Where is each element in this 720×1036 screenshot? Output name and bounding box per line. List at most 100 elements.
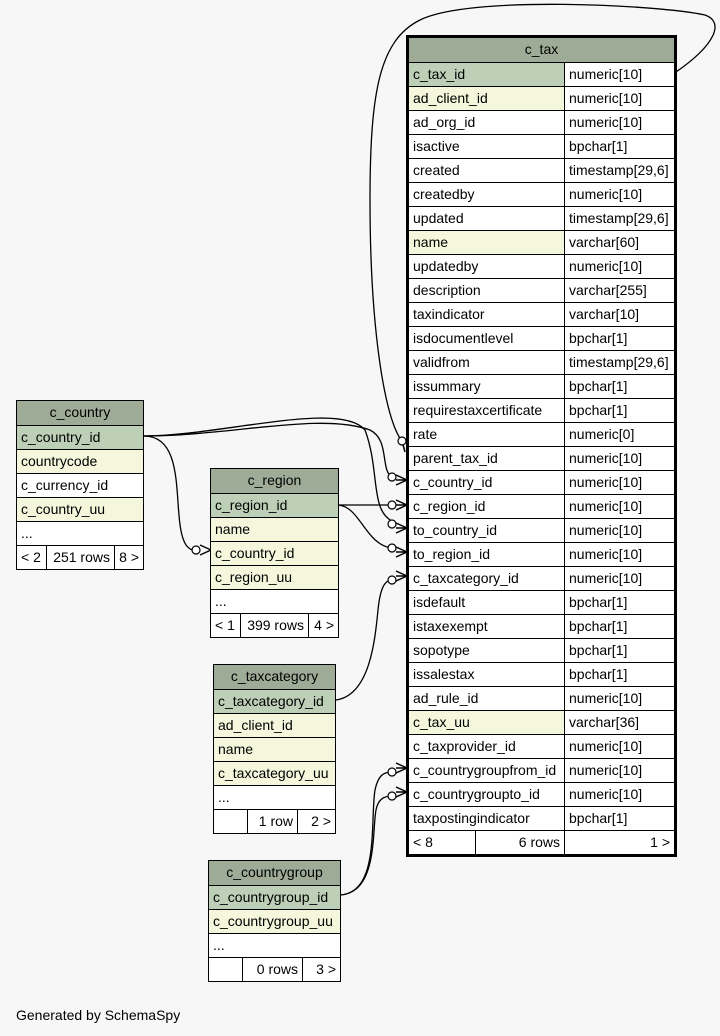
column-name: validfrom (409, 351, 564, 374)
column-name: created (409, 159, 564, 182)
footer-parents-link[interactable] (214, 810, 247, 833)
footer-children-link[interactable]: 2 > (297, 810, 335, 833)
column-type: bpchar[1] (564, 807, 674, 830)
column-row[interactable]: c_taxcategory_uu (214, 761, 335, 785)
column-name: isdocumentlevel (409, 327, 564, 350)
column-type: bpchar[1] (564, 399, 674, 422)
column-type: numeric[10] (564, 735, 674, 758)
column-name: c_countrygroupto_id (409, 783, 564, 806)
column-row[interactable]: c_region_uu (211, 565, 338, 589)
footer-parents-link[interactable] (209, 958, 242, 981)
column-row[interactable]: ad_client_id (214, 713, 335, 737)
table-header: c_region (211, 469, 338, 493)
edge-country-region (143, 435, 197, 551)
generated-by-credit: Generated by SchemaSpy (16, 1007, 181, 1023)
column-name: c_taxcategory_uu (214, 762, 335, 785)
column-row[interactable]: ... (209, 933, 340, 957)
edge-countrygroup-to (339, 795, 393, 896)
column-row[interactable]: c_countrygroup_uu (209, 909, 340, 933)
footer-children-link[interactable]: 3 > (302, 958, 340, 981)
column-row[interactable]: countrycode (17, 449, 143, 473)
footer-parents-link[interactable]: < 8 (413, 834, 433, 850)
footer-row-count: 399 rows (240, 614, 308, 637)
column-type: numeric[10] (564, 543, 674, 566)
footer-children-link[interactable]: 8 > (114, 546, 143, 569)
column-type: numeric[10] (564, 783, 674, 806)
column-row[interactable]: c_taxcategory_id (214, 689, 335, 713)
crowfoot-marker (199, 544, 212, 556)
column-row[interactable]: ... (211, 589, 338, 613)
column-name: ... (17, 522, 143, 545)
column-row[interactable]: c_country_id (211, 541, 338, 565)
column-name: c_country_id (409, 471, 564, 494)
column-type: bpchar[1] (564, 639, 674, 662)
column-type: numeric[10] (564, 87, 674, 110)
column-type: varchar[60] (564, 231, 674, 254)
column-row[interactable]: c_countrygroup_id (209, 885, 340, 909)
column-row[interactable]: c_country_uu (17, 497, 143, 521)
column-name: c_countrygroupfrom_id (409, 759, 564, 782)
footer-children-link[interactable]: 4 > (308, 614, 338, 637)
footer-parents-link[interactable]: < 1 (215, 617, 235, 633)
column-name: c_country_uu (17, 498, 143, 521)
table-title: c_tax (409, 38, 674, 62)
footer-parents-link[interactable]: < 2 (21, 549, 41, 565)
column-row[interactable]: c_region_id (211, 493, 338, 517)
column-row[interactable]: name (211, 517, 338, 541)
column-type: numeric[10] (564, 255, 674, 278)
column-row[interactable]: c_currency_id (17, 473, 143, 497)
footer-children-link[interactable]: 1 > (564, 831, 674, 854)
column-row[interactable]: ... (17, 521, 143, 545)
column-type: numeric[10] (564, 183, 674, 206)
column-row[interactable]: c_country_id (17, 425, 143, 449)
column-type: bpchar[1] (564, 135, 674, 158)
table-header: c_countrygroup (209, 861, 340, 885)
column-type: numeric[10] (564, 447, 674, 470)
column-row[interactable]: ... (214, 785, 335, 809)
optional-marker (387, 472, 397, 482)
table-header: c_country (17, 401, 143, 425)
column-row[interactable]: name (214, 737, 335, 761)
column-name: c_countrygroup_uu (209, 910, 340, 933)
column-name: c_tax_uu (409, 711, 564, 734)
column-name: updatedby (409, 255, 564, 278)
